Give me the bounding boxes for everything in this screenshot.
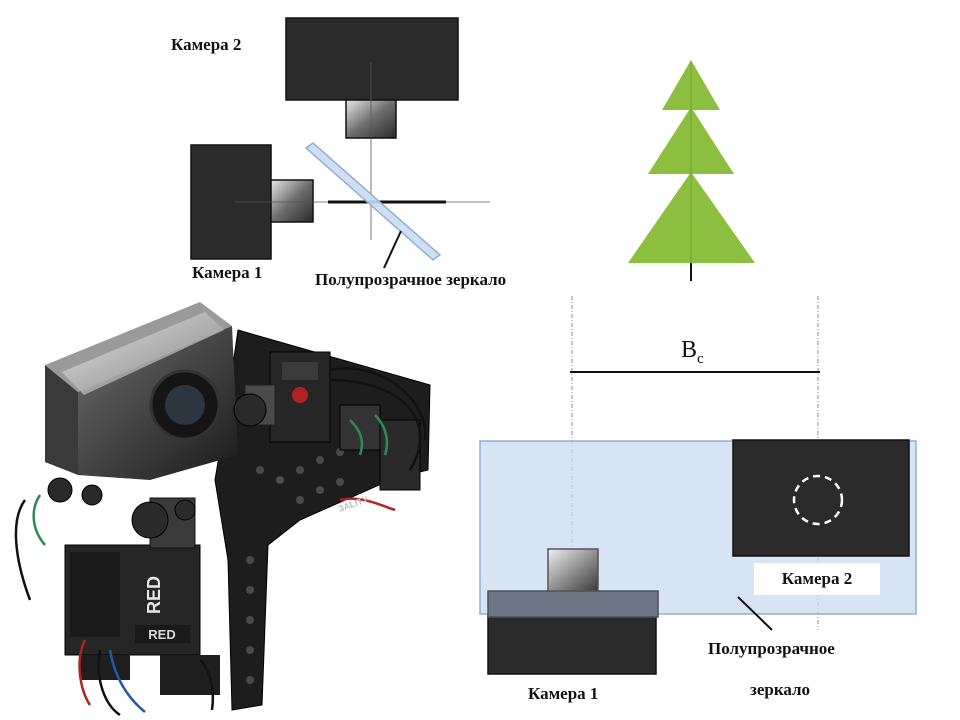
rig-knobs — [47, 393, 267, 539]
mirror-pointer-top — [383, 230, 402, 269]
camera1-label-bottom: Камера 1 — [528, 684, 599, 703]
camera2-label-top: Камера 2 — [171, 35, 242, 54]
baseline-label: Bc — [681, 337, 704, 368]
baseline-subscript: c — [697, 350, 704, 367]
side-view-schematic — [190, 17, 490, 269]
mirror-label-bottom-line2: зеркало — [750, 680, 811, 699]
camera2-body-front — [732, 439, 910, 557]
rig-right-module — [379, 419, 421, 491]
tree-object — [628, 60, 755, 281]
camera1-body-front — [487, 613, 657, 675]
camera2-lens-circle — [792, 474, 844, 526]
semi-transparent-mirror-top — [304, 142, 442, 261]
rig-bottom-mount — [160, 655, 220, 695]
rig-red-logo-small: RED — [148, 627, 175, 642]
baseline-symbol: B — [681, 337, 698, 363]
mirror-pointer-bottom — [737, 596, 773, 631]
camera2-body-top — [285, 17, 459, 101]
rig-mirror-hood-front — [45, 365, 78, 475]
camera2-label-bottom-box: Камера 2 — [754, 563, 880, 595]
rig-mirror-glass — [62, 312, 224, 395]
camera1-plate-front — [487, 590, 659, 618]
rig-red-logo: RED — [144, 576, 164, 614]
tree-tier-bottom — [628, 172, 755, 263]
rig-cables — [14, 367, 427, 717]
stereo-rig-photo: RED RED 3ALITY — [14, 302, 431, 717]
mirror-label-top: Полупрозрачное зеркало — [315, 270, 507, 289]
camera1-label-top: Камера 1 — [192, 263, 263, 282]
rig-plate-holes — [246, 442, 364, 684]
camera2-label-bottom: Камера 2 — [781, 569, 853, 588]
camera1-lens-front — [547, 548, 599, 592]
camera1-lens-top — [270, 179, 314, 223]
mirror-label-bottom-line1: Полупрозрачное — [708, 639, 835, 658]
